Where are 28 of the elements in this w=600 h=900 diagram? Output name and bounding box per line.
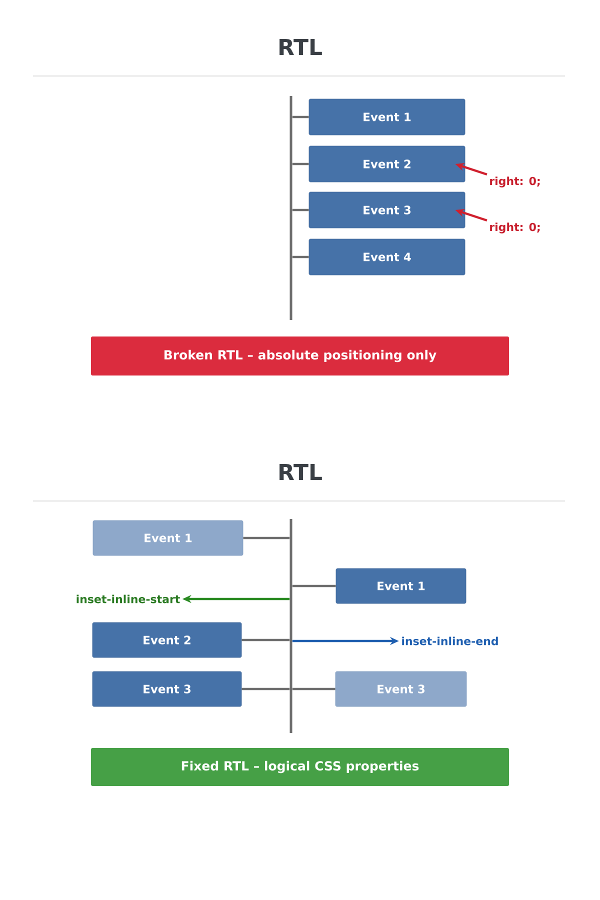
event-box: Event 1 bbox=[92, 520, 244, 556]
event-box: Event 2 bbox=[308, 146, 466, 182]
event-box: Event 1 bbox=[336, 568, 466, 604]
connector-line bbox=[243, 536, 290, 540]
event-box: Event 1 bbox=[308, 98, 466, 136]
connector-line bbox=[292, 208, 309, 212]
connector-line bbox=[242, 688, 290, 690]
code-label: right: 0; bbox=[490, 176, 540, 188]
timeline-line bbox=[290, 96, 292, 320]
event-box: Event 2 bbox=[92, 622, 242, 658]
section-title: RTL bbox=[280, 464, 322, 480]
code-label: right: 0; bbox=[490, 222, 540, 234]
timeline-line bbox=[290, 519, 292, 733]
section-title: RTL bbox=[280, 38, 322, 56]
connector-line bbox=[292, 584, 336, 588]
connector-line bbox=[292, 256, 309, 258]
code-label: inset-inline-end bbox=[402, 636, 498, 646]
event-box: Event 3 bbox=[308, 192, 466, 228]
connector-line bbox=[242, 638, 290, 642]
event-box: Event 3 bbox=[92, 671, 242, 707]
event-box: Event 4 bbox=[308, 238, 466, 276]
status-banner: Fixed RTL – logical CSS properties bbox=[91, 748, 509, 786]
event-box: Event 3 bbox=[335, 671, 467, 707]
connector-line bbox=[292, 688, 336, 690]
connector-line bbox=[292, 162, 309, 166]
code-label: inset-inline-start bbox=[76, 594, 180, 604]
status-banner: Broken RTL – absolute positioning only bbox=[91, 336, 509, 376]
connector-line bbox=[292, 116, 309, 118]
